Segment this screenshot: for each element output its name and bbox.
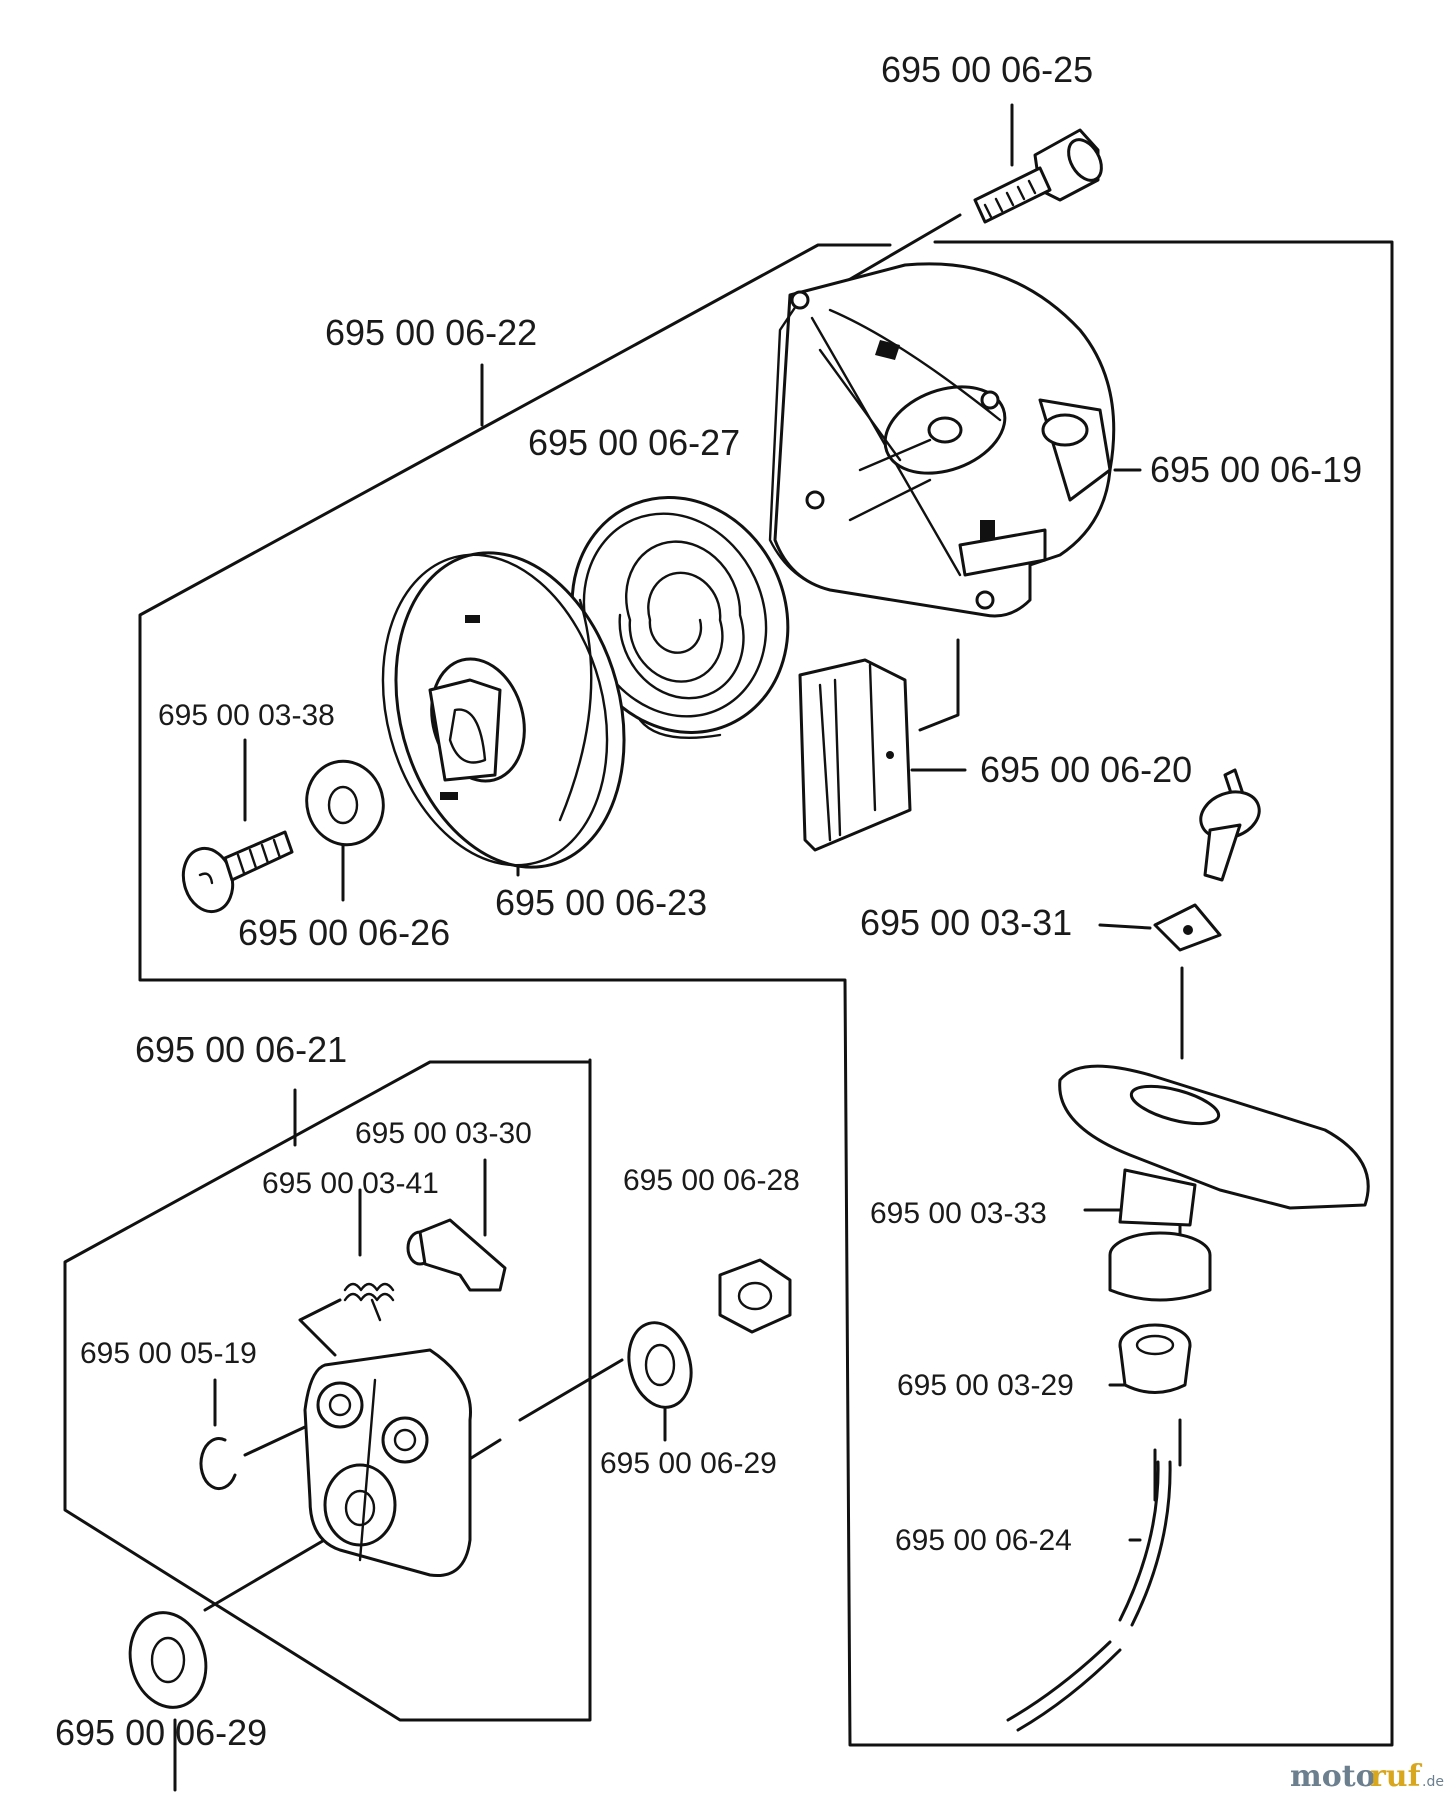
- label-695-00-03-41: 695 00 03-41: [262, 1167, 439, 1200]
- label-695-00-03-38: 695 00 03-38: [158, 699, 335, 732]
- watermark-suffix: .de: [1422, 1774, 1444, 1790]
- part-labels: 695 00 06-25 695 00 06-22 695 00 06-27 6…: [55, 49, 1362, 1753]
- label-695-00-06-29-low: 695 00 06-29: [55, 1712, 267, 1753]
- label-695-00-06-19: 695 00 06-19: [1150, 449, 1362, 490]
- handle-insert-drawing: [1118, 1323, 1192, 1394]
- circlip-drawing: [199, 1437, 237, 1491]
- nut-06-28-drawing: [718, 1258, 792, 1334]
- washer-06-29-low-drawing: [128, 1611, 208, 1709]
- watermark-part1: moto: [1290, 1759, 1376, 1794]
- assembly-outline-lower: [63, 1058, 592, 1722]
- label-695-00-06-23: 695 00 06-23: [495, 882, 707, 923]
- starter-housing-drawing: [768, 262, 1116, 618]
- screw-03-38-drawing: [181, 830, 294, 914]
- washer-06-29-mid-drawing: [627, 1321, 693, 1409]
- label-695-00-06-22: 695 00 06-22: [325, 312, 537, 353]
- label-695-00-06-21: 695 00 06-21: [135, 1029, 347, 1070]
- ratchet-plate-drawing: [303, 1348, 472, 1578]
- pawl-03-30-drawing: [406, 1218, 507, 1292]
- watermark-logo: moto ruf .de: [1290, 1759, 1444, 1794]
- label-695-00-06-24: 695 00 06-24: [895, 1524, 1072, 1557]
- label-695-00-03-33: 695 00 03-33: [870, 1197, 1047, 1230]
- leader-lines: [173, 103, 1184, 1792]
- label-695-00-03-30: 695 00 03-30: [355, 1117, 532, 1150]
- pulley-drawing: [381, 551, 626, 869]
- handle-pin-drawing: [1153, 768, 1261, 952]
- starter-rope-drawing: [1006, 1460, 1172, 1732]
- label-695-00-06-25: 695 00 06-25: [881, 49, 1093, 90]
- label-695-00-05-19: 695 00 05-19: [80, 1337, 257, 1370]
- label-695-00-06-20: 695 00 06-20: [980, 749, 1192, 790]
- bolt-06-25-drawing: [973, 128, 1103, 224]
- label-695-00-06-26: 695 00 06-26: [238, 912, 450, 953]
- label-695-00-03-29: 695 00 03-29: [897, 1369, 1074, 1402]
- label-695-00-06-29-mid: 695 00 06-29: [600, 1447, 777, 1480]
- label-695-00-03-31: 695 00 03-31: [860, 902, 1072, 943]
- label-695-00-06-27: 695 00 06-27: [528, 422, 740, 463]
- assembly-outline-upper: [138, 240, 1394, 1747]
- washer-06-26-drawing: [305, 759, 385, 847]
- starter-handle-drawing: [1058, 1064, 1370, 1302]
- spring-03-41-drawing: [343, 1282, 395, 1322]
- rope-guide-drawing: [798, 658, 912, 852]
- label-695-00-06-28: 695 00 06-28: [623, 1164, 800, 1197]
- watermark-part2: ruf: [1370, 1759, 1423, 1794]
